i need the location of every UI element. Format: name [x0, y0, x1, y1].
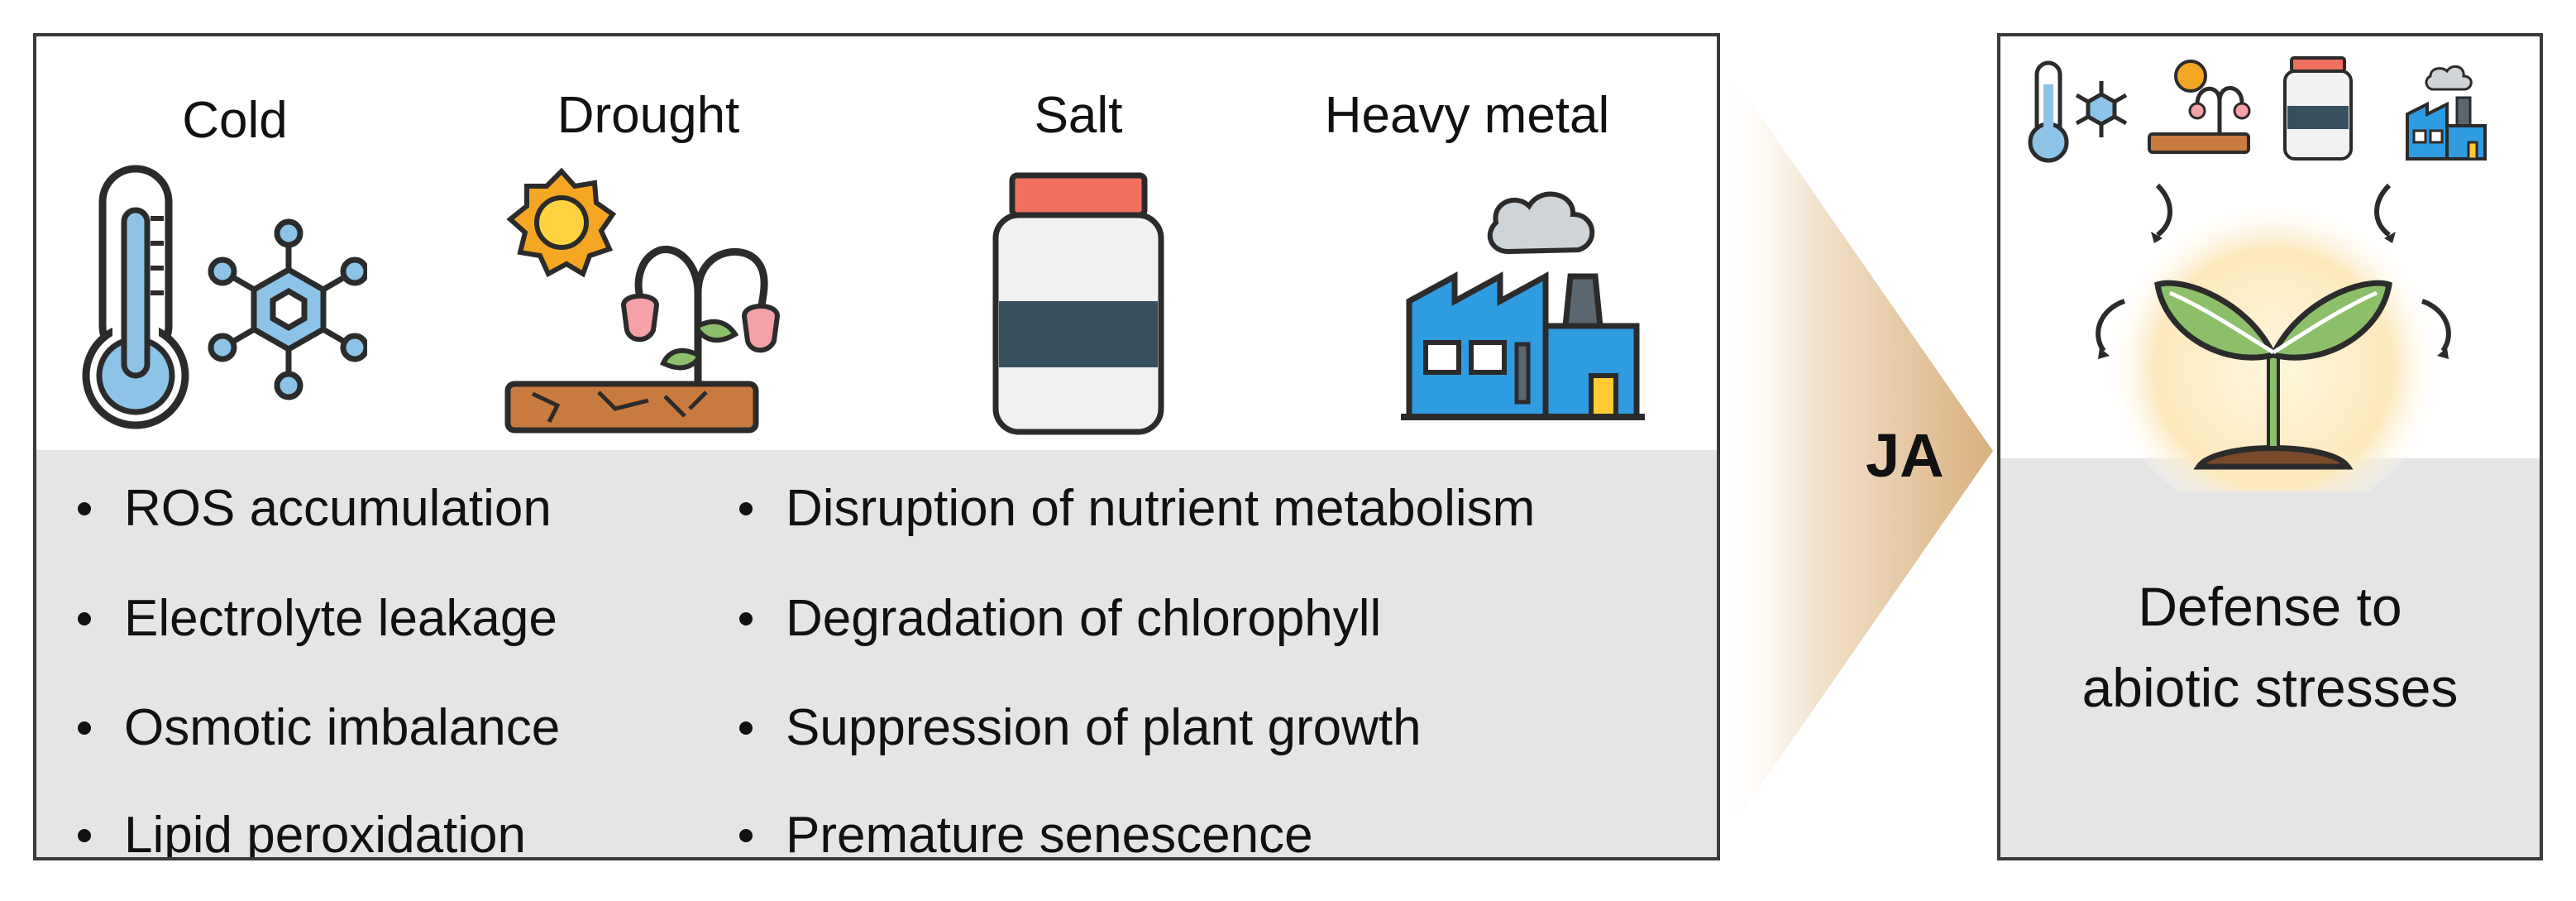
- effect-item: Lipid peroxidation: [78, 806, 526, 857]
- salt-jar-icon: [992, 172, 1164, 435]
- ja-arrow-icon: [1720, 58, 1993, 844]
- defense-panel: Defense to abiotic stresses: [1997, 33, 2543, 860]
- stress-label-cold: Cold: [182, 92, 288, 149]
- effect-item: Disruption of nutrient metabolism: [739, 479, 1535, 538]
- bullet-icon: [739, 721, 753, 735]
- result-text: Defense to abiotic stresses: [2000, 566, 2540, 728]
- cold-thermometer-snowflake-icon: [82, 165, 367, 429]
- ja-label: JA: [1866, 421, 1944, 490]
- effect-item: Osmotic imbalance: [78, 698, 560, 757]
- stress-label-heavy-metal: Heavy metal: [1324, 87, 1610, 144]
- result-line-2: abiotic stresses: [2081, 657, 2459, 718]
- drought-wilting-plant-icon: [504, 167, 781, 434]
- drought-mini-icon: [2148, 60, 2251, 154]
- effects-background: [36, 450, 1717, 857]
- factory-mini-icon: [2406, 65, 2487, 161]
- bullet-icon: [78, 721, 91, 735]
- bullet-icon: [739, 828, 753, 842]
- stress-panel: Cold Drought Salt Heavy metal: [33, 33, 1720, 860]
- factory-pollution-icon: [1401, 191, 1645, 420]
- resilient-seedling-icon: [2096, 181, 2451, 491]
- bullet-icon: [78, 828, 91, 842]
- effect-item: Electrolyte leakage: [78, 589, 557, 648]
- bullet-icon: [739, 611, 753, 625]
- result-line-1: Defense to: [2138, 576, 2402, 637]
- stress-label-drought: Drought: [557, 87, 740, 144]
- result-background: [2000, 458, 2540, 857]
- salt-mini-icon: [2283, 56, 2353, 161]
- effect-item: ROS accumulation: [78, 479, 552, 538]
- cold-mini-icon: [2028, 60, 2128, 163]
- bullet-icon: [739, 501, 753, 515]
- bullet-icon: [78, 501, 91, 515]
- stress-icons-row: [2028, 56, 2487, 163]
- effect-item: Suppression of plant growth: [739, 698, 1422, 757]
- effect-item: Degradation of chlorophyll: [739, 589, 1381, 648]
- bullet-icon: [78, 611, 91, 625]
- stress-label-salt: Salt: [1034, 87, 1123, 144]
- effect-item: Premature senescence: [739, 806, 1313, 857]
